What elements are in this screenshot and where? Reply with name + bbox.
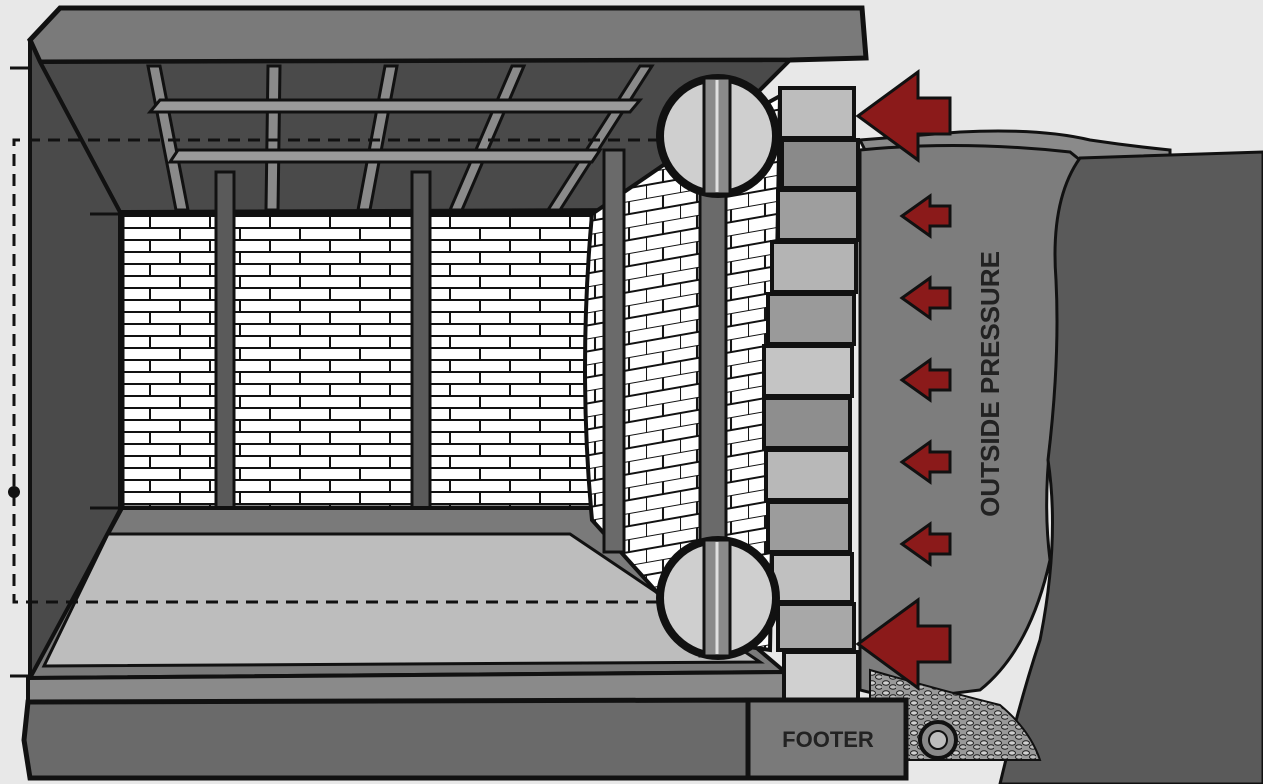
foundation-base <box>21 697 751 781</box>
dashed-outline <box>12 138 660 604</box>
footer-label: FOOTER <box>782 727 874 752</box>
wall-brace-front <box>602 148 626 554</box>
steel-post-1 <box>214 170 236 526</box>
brace-detail-bottom-magnifier-circle-icon <box>656 536 780 660</box>
outside-pressure-label: OUTSIDE PRESSURE <box>975 251 1005 517</box>
ceiling-joists <box>146 64 655 212</box>
brace-detail-top-magnifier-circle-icon <box>656 74 780 198</box>
arrow-left-icon <box>899 357 952 403</box>
steel-post-2 <box>410 170 432 526</box>
drain-tile-inner <box>928 730 948 750</box>
arrow-left-icon <box>899 193 952 239</box>
level-ticks <box>10 66 122 678</box>
top-slab <box>27 5 869 65</box>
large-arrow-left-icon <box>855 69 952 163</box>
soil-undisturbed <box>998 150 1263 784</box>
outline-marker <box>8 486 20 498</box>
block-wall-section <box>762 86 860 702</box>
back-brick-wall <box>119 211 595 511</box>
arrow-left-icon <box>899 521 952 567</box>
pressure-arrows <box>855 69 952 691</box>
arrow-left-icon <box>899 439 952 485</box>
bottom-slab <box>26 669 792 705</box>
floor-inner <box>41 532 765 668</box>
footer-block <box>745 697 909 781</box>
large-arrow-left-icon <box>855 597 952 691</box>
arrow-left-icon <box>899 275 952 321</box>
